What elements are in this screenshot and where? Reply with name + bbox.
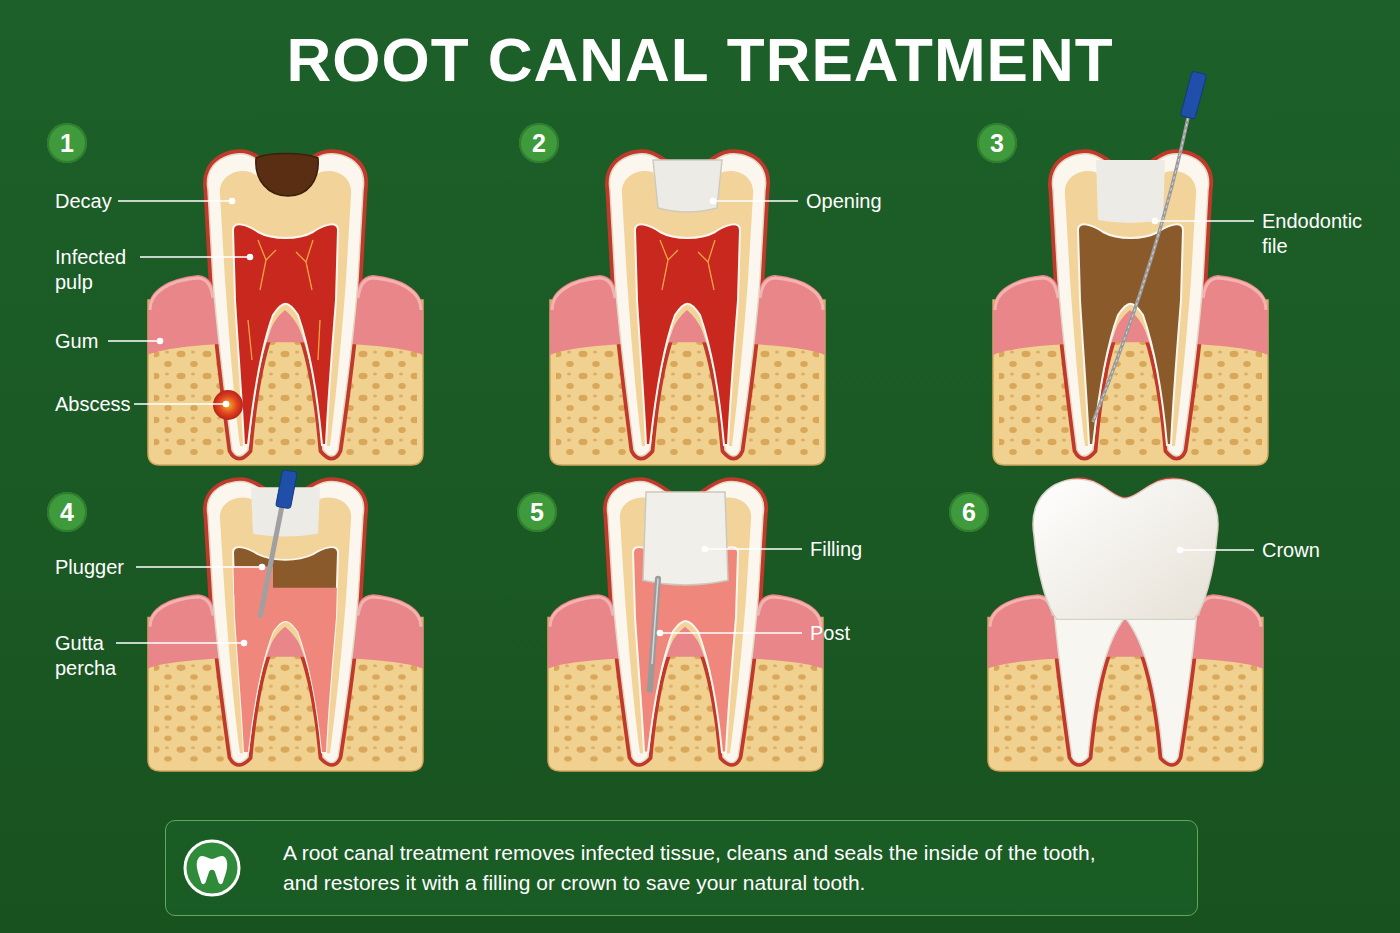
tooth-post-filling <box>548 482 823 771</box>
callout-number: 6 <box>962 498 976 526</box>
leader-lines <box>108 199 1254 646</box>
callout-number: 1 <box>60 129 74 157</box>
part-label: Plugger <box>55 555 124 580</box>
part-label: Filling <box>810 537 862 562</box>
step-number: 1 <box>47 123 87 163</box>
step-number: 4 <box>47 492 87 532</box>
part-label: Opening <box>806 189 882 214</box>
part-label: Decay <box>55 189 112 214</box>
part-label: Infected pulp <box>55 245 145 295</box>
tooth-cleaning <box>993 71 1268 465</box>
caption: A root canal treatment removes infected … <box>283 838 1118 898</box>
callout-number: 2 <box>532 129 546 157</box>
callout-number: 3 <box>990 129 1004 157</box>
step-number: 6 <box>949 492 989 532</box>
abscess <box>213 390 243 420</box>
part-label: Endodontic file <box>1262 209 1374 259</box>
part-label: Gutta percha <box>55 631 127 681</box>
part-label: Post <box>810 621 850 646</box>
tooth-icon <box>185 841 239 895</box>
tooth-filling-canals <box>148 470 423 774</box>
tooth-opening <box>550 154 825 465</box>
step-number: 5 <box>517 492 557 532</box>
part-label: Crown <box>1262 538 1320 563</box>
tooth-crown <box>988 479 1263 771</box>
title: ROOT CANAL TREATMENT <box>0 22 1400 98</box>
part-label: Gum <box>55 329 98 354</box>
step-number: 2 <box>519 123 559 163</box>
callout-number: 5 <box>530 498 544 526</box>
part-label: Abscess <box>55 392 131 417</box>
caption-box <box>165 820 1198 916</box>
step-number: 3 <box>977 123 1017 163</box>
callout-number: 4 <box>60 498 74 526</box>
